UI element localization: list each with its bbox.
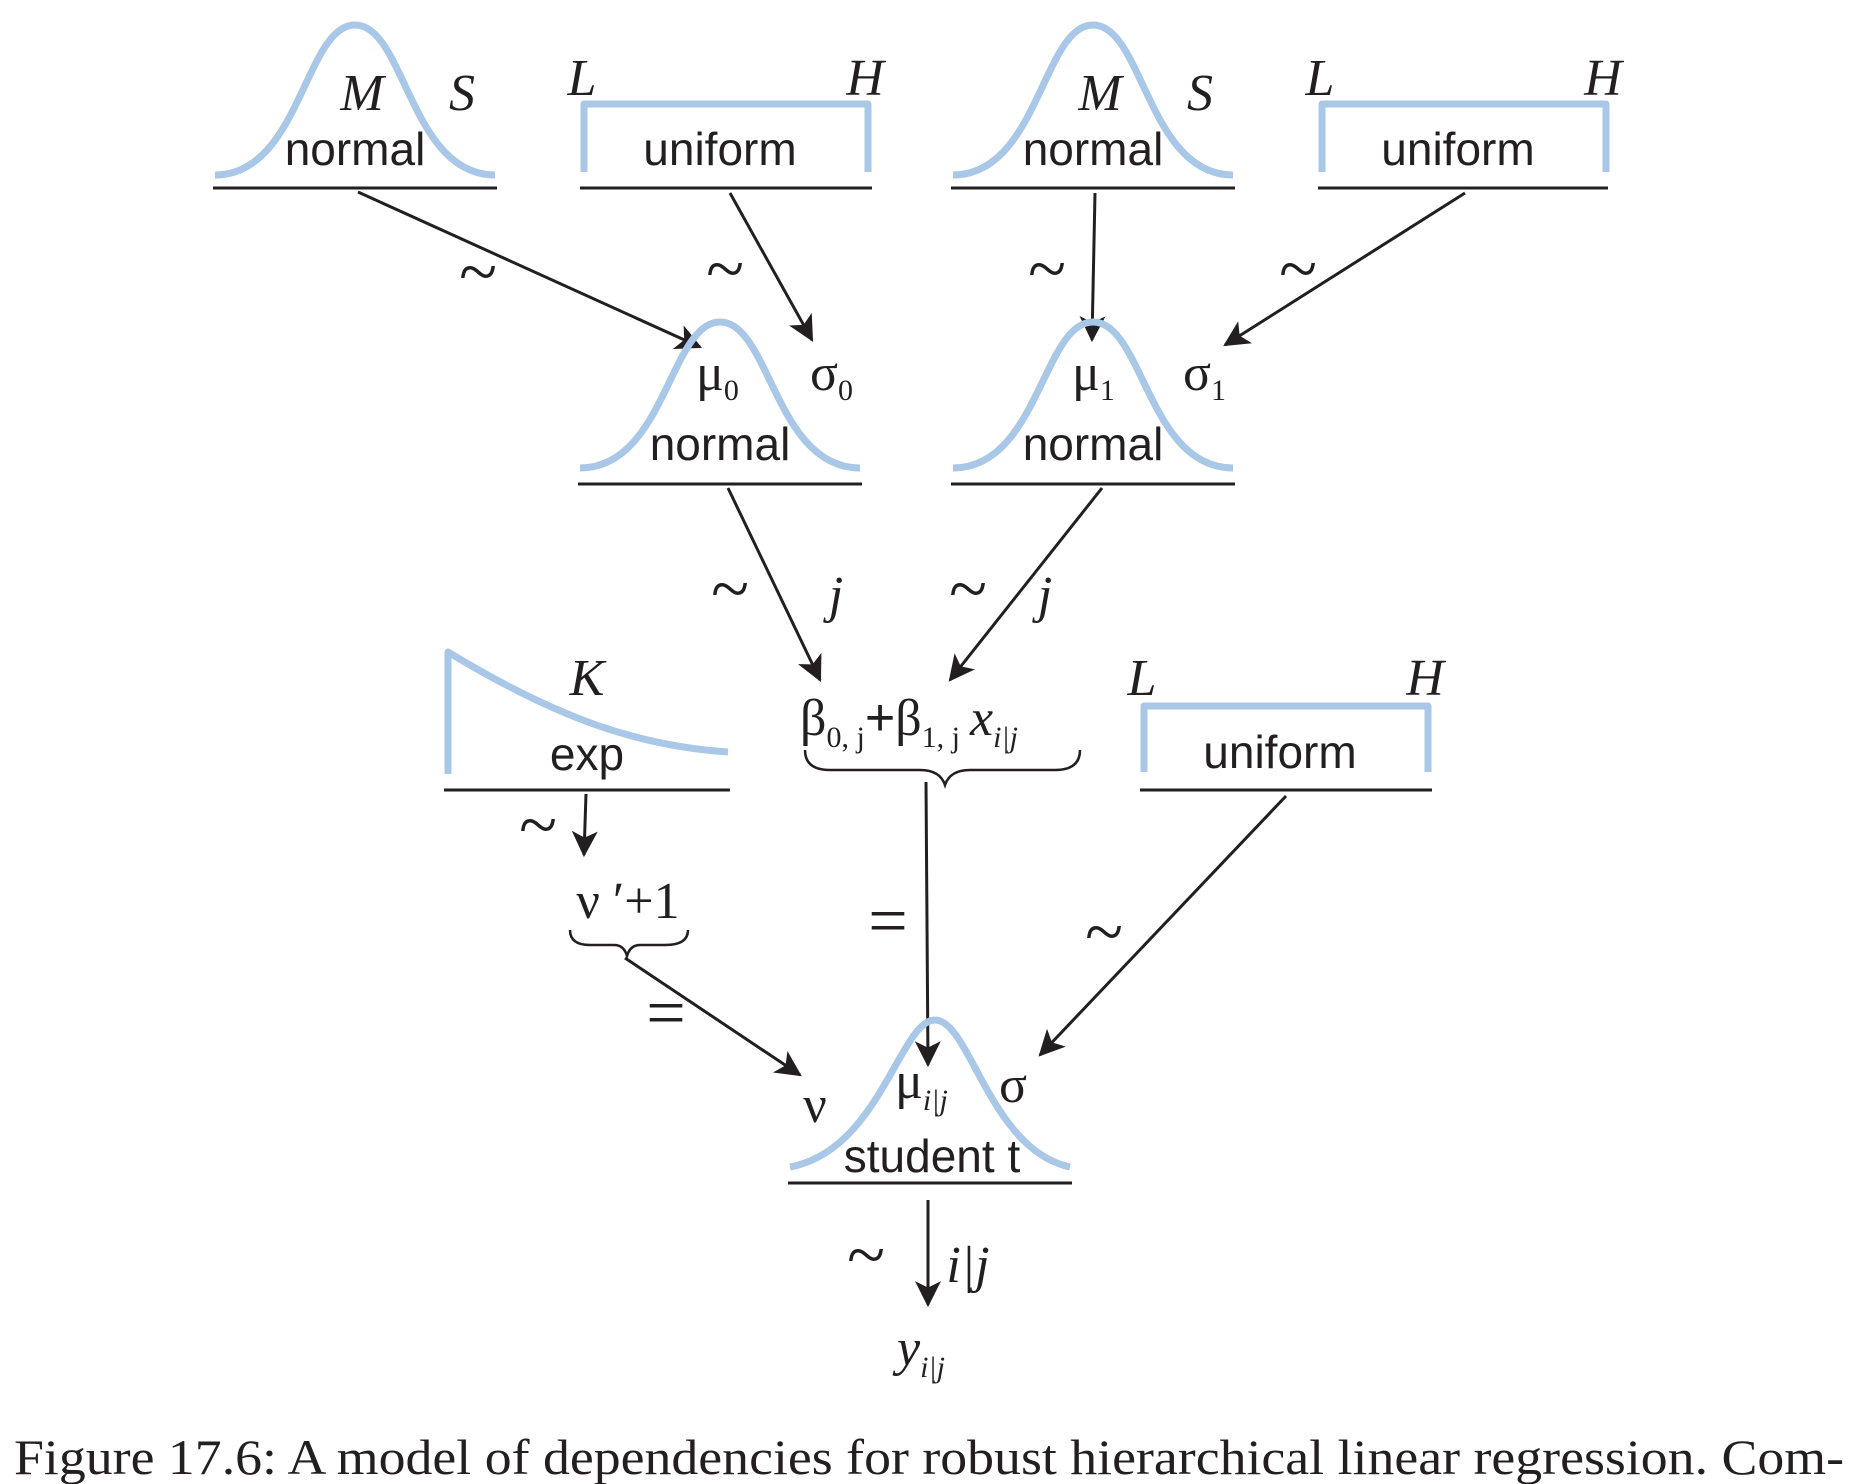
param-h: H xyxy=(1583,50,1624,107)
tilde-symbol: ~ xyxy=(706,231,744,308)
top-left-uniform-node: uniform L H xyxy=(567,50,886,190)
arrow-normal0-to-beta0 xyxy=(726,487,822,682)
index-j: j xyxy=(1032,567,1052,624)
param-l: L xyxy=(1305,50,1335,107)
tilde-symbol: ~ xyxy=(949,551,987,628)
arrow-unif-to-sigma1 xyxy=(1223,191,1466,347)
sigma1-label: σ1 xyxy=(1183,345,1226,407)
arrow-unif-to-sigma0 xyxy=(728,192,814,342)
param-h: H xyxy=(1405,650,1446,707)
dist-label: normal xyxy=(1023,418,1164,470)
arrow-m-to-mu0 xyxy=(357,190,702,350)
arrow-uniform-to-sigma xyxy=(1038,794,1288,1057)
y-ij-label: yi|j xyxy=(892,1320,945,1384)
dist-label: exp xyxy=(550,728,624,780)
underbrace xyxy=(803,749,1082,789)
arrow-linear-to-mu xyxy=(914,781,941,1068)
tilde-symbol: ~ xyxy=(847,1217,885,1294)
param-s: S xyxy=(449,65,475,122)
param-s: S xyxy=(1187,65,1213,122)
mu1-label: μ1 xyxy=(1072,345,1115,407)
param-l: L xyxy=(567,50,597,107)
dist-label: uniform xyxy=(643,123,796,175)
tilde-symbol: ~ xyxy=(1085,894,1123,971)
tilde-symbol: ~ xyxy=(519,787,557,864)
student-t-node: student t ν μi|j σ xyxy=(788,1016,1072,1185)
sigma0-label: σ0 xyxy=(810,345,853,407)
dist-label: normal xyxy=(650,418,791,470)
mu0-label: μ0 xyxy=(696,345,739,407)
exp-curve-icon xyxy=(444,648,729,774)
dist-label: student t xyxy=(844,1130,1021,1182)
param-m: M xyxy=(339,65,386,122)
sigma-label: σ xyxy=(999,1057,1027,1114)
param-l: L xyxy=(1127,650,1157,707)
arrow-m-to-mu1 xyxy=(1079,192,1106,343)
uniform-box-icon xyxy=(1318,100,1610,172)
tilde-symbol: ~ xyxy=(459,234,497,311)
exp-node: exp K xyxy=(444,648,730,792)
equals-symbol: = xyxy=(868,883,907,960)
student-t-curve-icon xyxy=(789,1016,1071,1171)
tilde-symbol: ~ xyxy=(1028,231,1066,308)
tilde-symbol: ~ xyxy=(1279,231,1317,308)
normal-curve-icon xyxy=(952,21,1234,179)
middle-normal0-node: normal μ0 σ0 xyxy=(578,318,862,486)
dist-label: uniform xyxy=(1381,123,1534,175)
param-h: H xyxy=(845,50,886,107)
equals-symbol: = xyxy=(646,975,685,1052)
uniform-box-icon xyxy=(1140,702,1432,772)
nu-label: ν xyxy=(803,1077,827,1134)
normal-curve-icon xyxy=(579,318,861,472)
index-ij: i|j xyxy=(946,1237,989,1294)
param-k: K xyxy=(569,650,607,707)
sigma-uniform-node: uniform L H xyxy=(1127,650,1446,792)
mu-ij-label: μi|j xyxy=(895,1053,948,1117)
figure-caption: Figure 17.6: A model of dependencies for… xyxy=(14,1429,1844,1484)
middle-normal1-node: normal μ1 σ1 xyxy=(951,318,1235,486)
param-m: M xyxy=(1077,65,1124,122)
normal-curve-icon xyxy=(214,21,496,179)
dist-label: uniform xyxy=(1203,726,1356,778)
underbrace xyxy=(568,929,690,961)
top-right-normal-node: normal M S xyxy=(951,21,1235,190)
dist-label: normal xyxy=(285,123,426,175)
dist-label: normal xyxy=(1023,123,1164,175)
top-right-uniform-node: uniform L H xyxy=(1305,50,1624,190)
normal-curve-icon xyxy=(952,318,1234,472)
top-left-normal-node: normal M S xyxy=(213,21,497,190)
uniform-box-icon xyxy=(580,100,872,172)
arrow-exp-to-nuprime xyxy=(571,793,598,858)
nu-prime-plus-one: ν ′+1 xyxy=(576,873,679,930)
tilde-symbol: ~ xyxy=(711,551,749,628)
index-j: j xyxy=(823,567,843,624)
arrow-nuprime-to-nu xyxy=(624,956,802,1077)
arrow-normal1-to-beta1 xyxy=(948,487,1104,682)
